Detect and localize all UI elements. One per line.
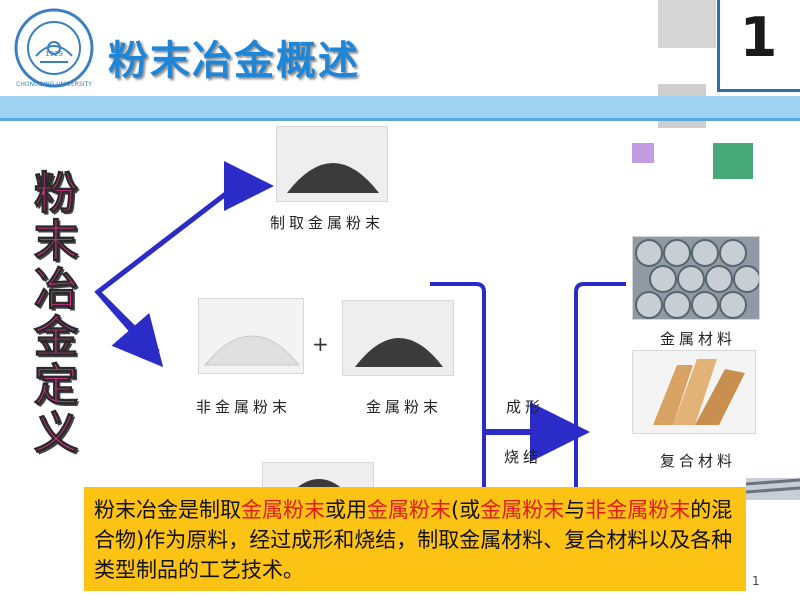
- powder-pile-image: [263, 463, 373, 489]
- footer-page-number: 1: [752, 574, 760, 588]
- forming-label: 成形: [506, 398, 545, 416]
- definition-text: 或用: [325, 498, 367, 522]
- metal-material-label: 金属材料: [660, 330, 737, 348]
- slide-number: 1: [739, 6, 778, 69]
- metal-powder-photo: [276, 126, 388, 202]
- side-title-char: 冶: [34, 264, 79, 315]
- side-title-char: 末: [34, 216, 79, 267]
- definition-text: (或: [451, 498, 481, 522]
- definition-highlight: 金属粉末: [241, 498, 325, 522]
- definition-box: 粉末冶金是制取金属粉末或用金属粉末(或金属粉末与非金属粉末的混合物)作为原料，经…: [84, 487, 746, 591]
- decor-square: [632, 143, 654, 163]
- definition-text: 的混合物)作为原料，经过成形和烧结，制取金属材料、复合材料以及各种类型制品的工艺…: [94, 498, 733, 582]
- chongqing-university-logo: 1929 CHONGQING UNIVERSITY: [14, 8, 94, 88]
- nonmetal-powder-label: 非金属粉末: [196, 398, 292, 416]
- metal-powder-top-label: 制取金属粉末: [270, 214, 385, 232]
- tubes-strip-image: [746, 478, 800, 500]
- slide-number-box: [717, 0, 800, 92]
- composite-material-photo: [632, 350, 756, 434]
- powder-pile-image: [343, 301, 453, 375]
- logo-caption: CHONGQING UNIVERSITY: [16, 81, 92, 88]
- logo-year: 1929: [45, 50, 63, 58]
- composite-material-label: 复合材料: [660, 452, 737, 470]
- composite-panels-image: [633, 351, 755, 433]
- powder-photo-bottom: [262, 462, 374, 490]
- definition-highlight: 金属粉末: [367, 498, 451, 522]
- side-title: 粉 末 冶 金 定 义: [32, 168, 80, 459]
- side-title-char: 粉: [34, 168, 79, 219]
- metal-powder-label: 金属粉末: [366, 398, 443, 416]
- header-divider: [0, 118, 800, 121]
- decor-square: [658, 0, 716, 48]
- header-stripe: [0, 96, 800, 118]
- definition-highlight: 非金属粉末: [585, 498, 691, 522]
- definition-text: 粉末冶金是制取: [94, 498, 241, 522]
- side-title-char: 定: [34, 360, 79, 411]
- plus-sign: +: [312, 332, 329, 356]
- steel-tubes-image: [633, 237, 759, 319]
- white-powder-image: [199, 299, 303, 373]
- definition-highlight: 金属粉末: [480, 498, 565, 522]
- sintering-label: 烧结: [504, 448, 543, 466]
- metal-powder-photo-2: [342, 300, 454, 376]
- decor-square: [713, 143, 753, 179]
- side-title-char: 金: [34, 312, 79, 363]
- metal-material-photo: [632, 236, 760, 320]
- nonmetal-powder-photo: [198, 298, 304, 374]
- side-title-char: 义: [34, 408, 79, 459]
- powder-pile-image: [277, 127, 387, 201]
- definition-text: 与: [564, 498, 586, 522]
- page-title: 粉末冶金概述: [108, 38, 360, 84]
